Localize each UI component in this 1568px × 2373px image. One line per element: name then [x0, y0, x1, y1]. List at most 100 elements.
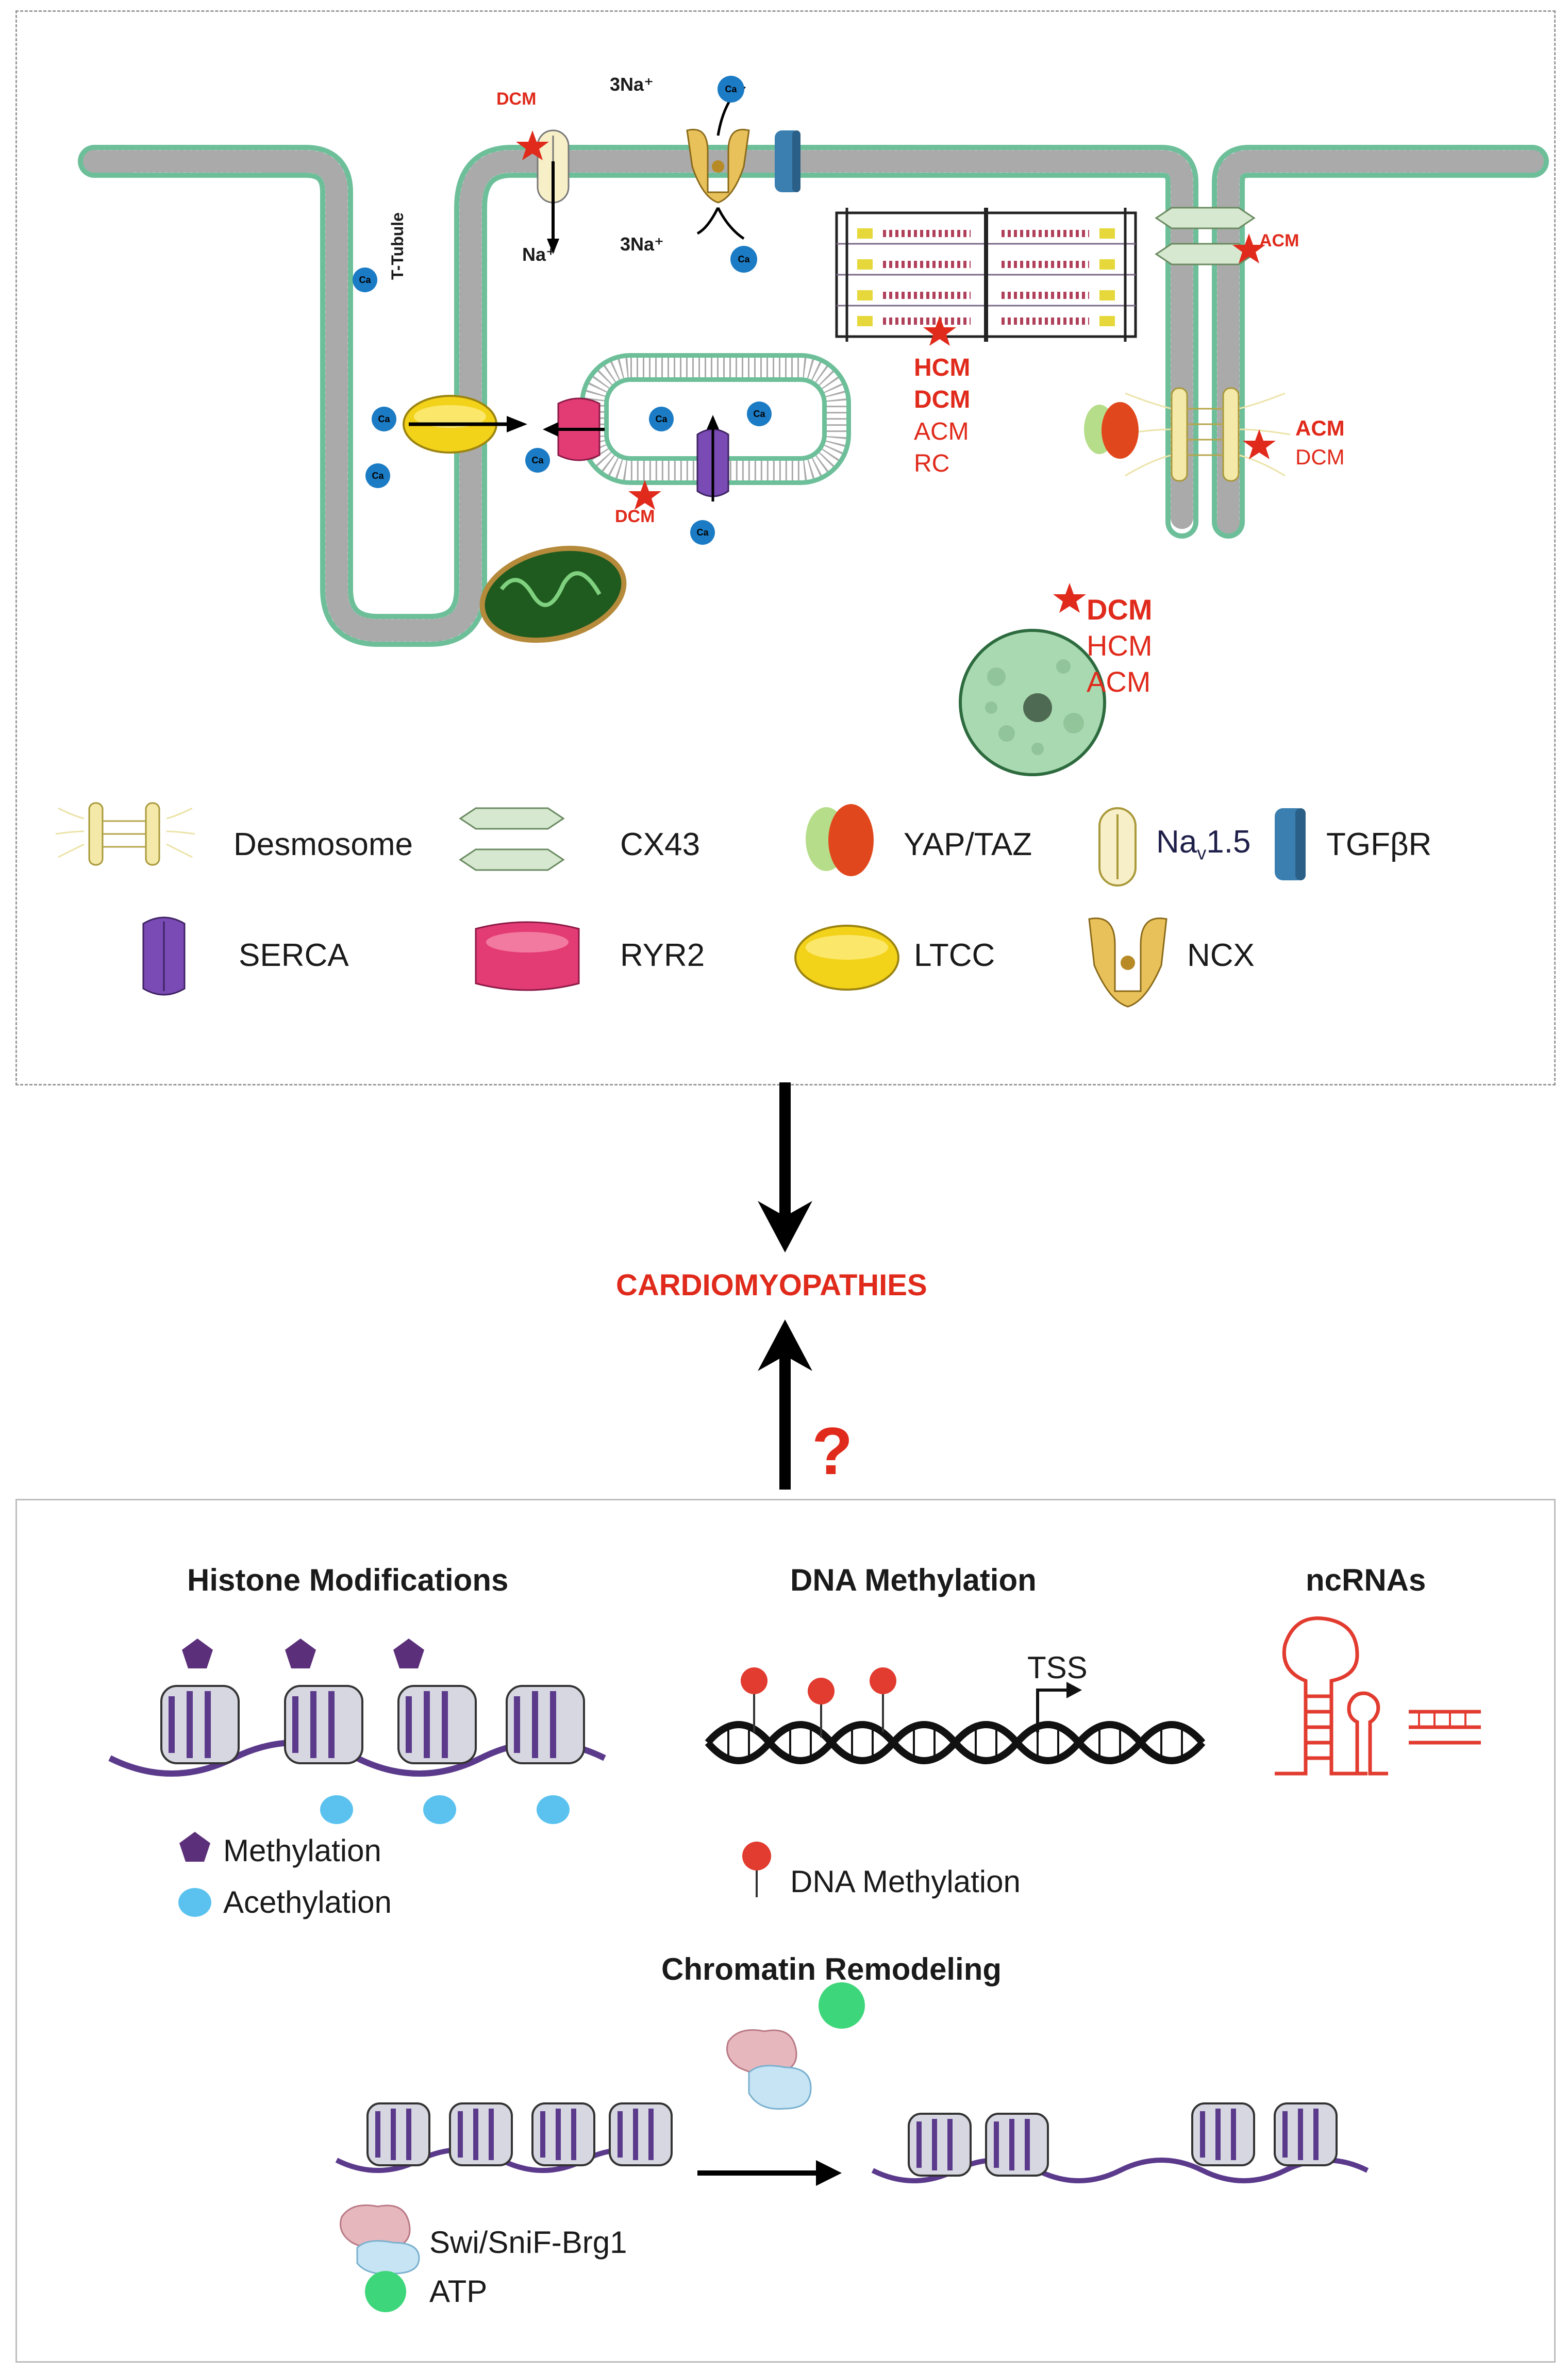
legend-serca-label: SERCA [239, 938, 349, 973]
methylation-legend-icon [179, 1832, 210, 1862]
legend-cx43-icon [459, 807, 565, 871]
legend-nav15-sub: v [1197, 842, 1207, 864]
legend-cx43-label: CX43 [620, 827, 700, 862]
epigenetics-diagram [108, 1616, 1481, 2312]
svg-text:Ca: Ca [725, 84, 737, 94]
histone-title: Histone Modifications [187, 1563, 509, 1597]
acetylation-legend-icon [178, 1888, 211, 1917]
swisnf-legend-label: Swi/SniF-Brg1 [429, 2225, 627, 2260]
svg-text:Ca: Ca [359, 275, 371, 285]
legend-ltcc-icon [794, 925, 899, 991]
svg-text:Ca: Ca [655, 414, 668, 424]
sarcomere [835, 208, 1137, 342]
desmosome-disease-acm: ACM [1295, 416, 1345, 440]
na-out-top-label: 3Na⁺ [610, 74, 654, 95]
svg-text:Ca: Ca [753, 409, 765, 419]
legend-nav15-tail: 1.5 [1206, 824, 1251, 860]
legend-ltcc-label: LTCC [914, 938, 995, 973]
dna-methyl-lollipops [741, 1667, 896, 1737]
nucleus-disease-acm: ACM [1087, 665, 1151, 698]
atp-legend-label: ATP [429, 2274, 488, 2309]
acetylation-marks [320, 1795, 570, 1824]
svg-text:Ca: Ca [372, 471, 384, 481]
ncrna-hairpin [1275, 1616, 1481, 1776]
methylation-marks [182, 1639, 424, 1668]
nav15-channel [537, 129, 570, 254]
cardiomyopathies-title: CARDIOMYOPATHIES [616, 1268, 927, 1302]
ncx-arrow-in [696, 207, 720, 235]
legend-ncx-icon [1088, 917, 1167, 1008]
legend-yaptaz-icon [806, 804, 874, 876]
ncx-exchanger [686, 129, 750, 204]
swisnf-complex-top [726, 2029, 812, 2110]
tgfbr-receptor [775, 130, 800, 192]
methylation-legend-label: Methylation [223, 1833, 381, 1868]
nucleus-disease-list: DCM HCM ACM [1087, 592, 1153, 700]
sarcolemma-membrane [78, 145, 1549, 647]
desmosome-disease-list: ACM DCM [1295, 414, 1345, 472]
dna-methylation-legend-label: DNA Methylation [790, 1864, 1021, 1899]
sarcomere-disease-acm: ACM [914, 418, 969, 445]
svg-text:Ca: Ca [531, 455, 544, 465]
svg-text:Ca: Ca [378, 414, 390, 424]
mitochondrion [479, 545, 627, 643]
nav-dcm-label: DCM [496, 89, 537, 109]
cx43-gap-junction [1155, 207, 1256, 265]
legend-ryr2-label: RYR2 [620, 938, 705, 973]
legend-nav15-icon [1098, 807, 1137, 887]
dna-methyl-legend-icon [742, 1842, 771, 1897]
na-out-bottom-label: 3Na⁺ [620, 233, 664, 255]
svg-text:Ca: Ca [738, 254, 750, 264]
sarcomere-disease-list: HCM DCM ACM RC [914, 352, 970, 480]
disease-star-markers [516, 130, 1276, 613]
down-arrow [758, 1082, 812, 1252]
histone-row [108, 1639, 606, 1824]
dna-methylation-title: DNA Methylation [790, 1563, 1037, 1597]
t-tubule-label: T-Tubule [388, 212, 407, 280]
swisnf-legend-icon [340, 2204, 420, 2275]
legend-desmosome-icon [55, 802, 195, 866]
sarcomere-disease-hcm: HCM [914, 354, 971, 381]
legend-tgfbr-label: TGFβR [1326, 827, 1432, 862]
legend-serca-icon [142, 916, 186, 996]
cx43-acm-label: ACM [1259, 231, 1299, 250]
nucleus [959, 629, 1106, 776]
yaptaz-complex [1084, 402, 1139, 459]
desmosome-disease-dcm: DCM [1295, 445, 1345, 469]
central-arrows [758, 1082, 812, 1490]
atp-molecule-top [819, 1982, 865, 2029]
up-arrow [758, 1319, 812, 1490]
nucleus-disease-dcm: DCM [1087, 593, 1153, 626]
ryr2-channel [543, 397, 605, 461]
legend-desmosome-label: Desmosome [233, 827, 413, 862]
ltcc-channel [403, 395, 527, 454]
legend-nav15-main: Na [1156, 824, 1197, 860]
tss-label: TSS [1027, 1650, 1088, 1685]
dna-helix [705, 1667, 1206, 1764]
chromatin-condensed [335, 2102, 673, 2173]
legend-nav15-label: Nav1.5 [1156, 824, 1250, 864]
desmosome-complex [1120, 387, 1291, 482]
ncrnas-title: ncRNAs [1306, 1563, 1426, 1597]
legend-tgfbr-icon [1275, 808, 1306, 880]
legend-yaptaz-label: YAP/TAZ [904, 827, 1032, 862]
ca-ions [353, 76, 772, 545]
legend-ryr2-icon [475, 921, 580, 991]
chromatin-open [871, 2102, 1369, 2183]
sarcomere-disease-dcm: DCM [914, 386, 971, 413]
sarcomere-disease-rc: RC [914, 450, 950, 477]
atp-legend-icon [365, 2271, 406, 2312]
na-in-label: Na⁺ [522, 244, 556, 265]
serca-pump [696, 415, 729, 502]
tss-arrow [1036, 1682, 1082, 1732]
svg-text:Ca: Ca [696, 527, 709, 538]
serca-dcm-label: DCM [615, 507, 655, 526]
epigenetics-panel: Histone Modifications DNA Methylation nc… [15, 1499, 1556, 2363]
nucleus-disease-hcm: HCM [1087, 629, 1153, 662]
question-mark: ? [812, 1413, 853, 1489]
acetylation-legend-label: Acethylation [223, 1885, 392, 1919]
remodeling-arrow [697, 2160, 842, 2186]
chromatin-remodeling-title: Chromatin Remodeling [661, 1952, 1002, 1986]
